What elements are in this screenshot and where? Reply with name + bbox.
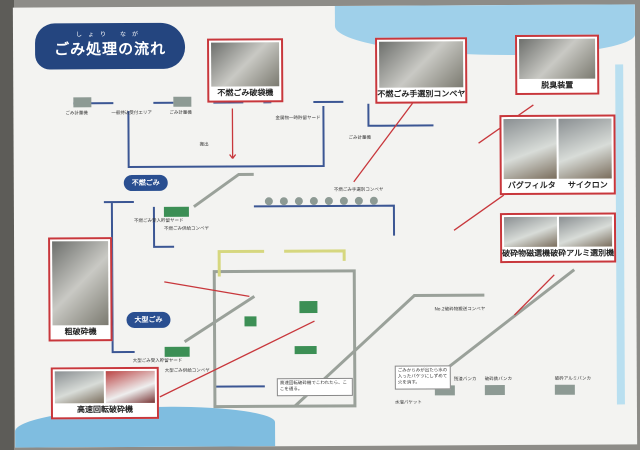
photo-caption: 粗破砕機	[64, 327, 97, 337]
photo-bag-breaker: 不燃ごみ破袋機	[207, 38, 284, 103]
photo-caption: サイクロン	[567, 180, 608, 190]
photo-caption: 破砕アルミ選別機	[550, 248, 615, 258]
photo-caption: 高速回転破砕機	[76, 405, 133, 415]
photo-caption: 脱臭装置	[541, 80, 574, 90]
label-fire-bucket: 水溜バケット	[394, 400, 422, 406]
label-nonburn-conveyor: 不燃ごみ供給コンベヤ	[164, 226, 210, 232]
label-oversize-conveyor: 大型ごみ供給コンベヤ	[164, 368, 210, 374]
photo-deodorizer: 脱臭装置	[515, 34, 600, 96]
label-scale-out: ごみ計量機	[169, 110, 192, 116]
label-oversize-pit: 大型ごみ受入貯留ヤード	[132, 358, 183, 365]
note-crusher: 高速回転破砕機でこわれたら、ここを通る。	[276, 377, 353, 397]
label-residue-bunker: 残渣バンカ	[453, 377, 477, 383]
photo-caption: 不燃ごみ手選別コンベヤ	[377, 89, 466, 99]
photo-caption: 不燃ごみ破袋機	[217, 88, 274, 98]
label-hand-sort: 不燃ごみ手選別コンベヤ	[333, 187, 384, 193]
label-reception: 一般持込受付エリア	[111, 110, 152, 117]
label-no2-conveyor: No.2破砕物搬送コンベヤ	[434, 307, 486, 313]
title-ruby: しょり なが	[76, 30, 144, 39]
label-iron-bunker: 破砕鉄バンカ	[484, 377, 513, 383]
diagram-sheet: しょり なが ごみ処理の流れ 不燃ごみ破袋機 不燃ごみ手選別コンベヤ 脱臭装置 …	[12, 4, 638, 448]
photo-high-speed-crusher: 高速回転破砕機	[50, 366, 160, 420]
photo-caption: バグフィルタ	[507, 180, 556, 191]
photo-coarse-crusher: 粗破砕機	[48, 237, 113, 342]
page-title: しょり なが ごみ処理の流れ	[34, 22, 186, 70]
label-scale-in: ごみ計量機	[65, 111, 88, 117]
badge-oversized: 大型ごみ	[126, 311, 171, 329]
title-text: ごみ処理の流れ	[54, 39, 167, 59]
background-edge	[0, 0, 14, 450]
label-nonburn-pit: 不燃ごみ受入貯留ヤード	[133, 218, 184, 225]
label-alu-bunker: 破砕アルミバンカ	[554, 376, 592, 382]
photo-hand-sort-conveyor: 不燃ごみ手選別コンベヤ	[375, 37, 468, 104]
photo-bag-filter-cyclone: バグフィルタ サイクロン	[499, 114, 616, 196]
photo-separators: 破砕物磁選機破砕アルミ選別機	[499, 212, 617, 264]
label-truck: ごみ計量機	[348, 135, 372, 141]
label-metal-yard: 金属物一時貯留ヤード	[275, 116, 321, 122]
label-carry-out: 搬出	[199, 142, 209, 148]
note-bucket: ごみからみが出たら水の入ったバケツにしずめて火を消す。	[394, 365, 451, 390]
photo-caption: 破砕物磁選機	[502, 248, 551, 259]
badge-nonburnable: 不燃ごみ	[123, 174, 168, 192]
